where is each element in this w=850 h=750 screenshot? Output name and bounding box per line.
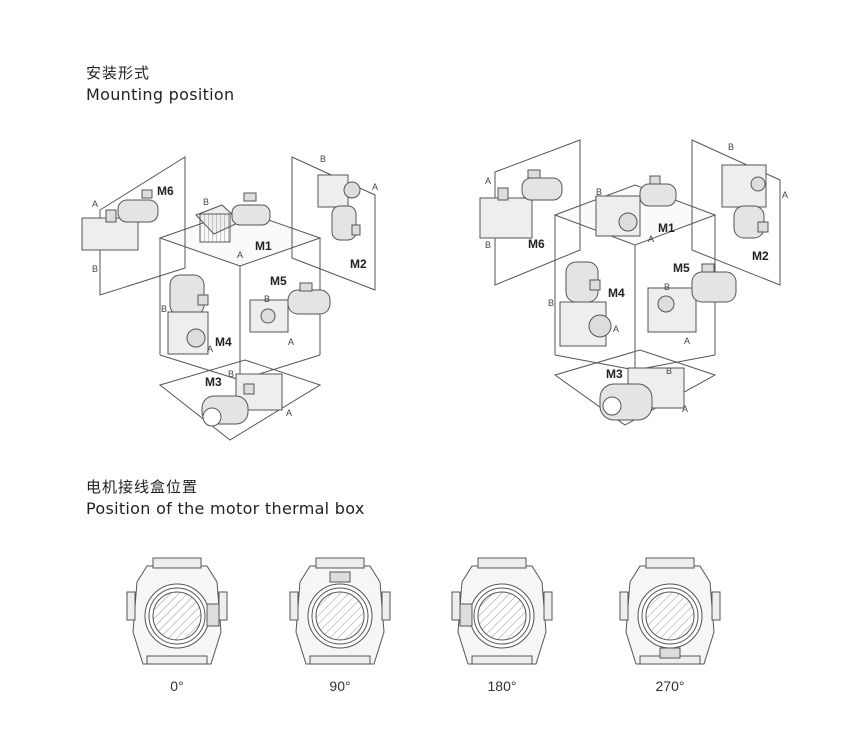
right-flange [543,591,553,621]
terminal-box-icon [459,603,473,627]
thermal-view-1 [289,557,391,665]
thermal-title-en: Position of the motor thermal box [86,499,365,518]
left-label-m2: M2 [350,257,367,271]
left-m4-a: A [207,344,213,354]
angle-label-180: 180° [487,678,517,694]
base-plate [309,655,371,665]
right-m2-b: B [728,142,734,152]
left-flange [619,591,629,621]
top-lug [152,557,202,569]
left-m6-unit [81,189,159,251]
right-m6-a: A [485,176,491,186]
left-m3-b: B [228,369,234,379]
right-m6-b: B [485,240,491,250]
fan-cover-icon [152,591,202,641]
left-flange [126,591,136,621]
thermal-box-diagrams [126,557,721,665]
terminal-box-icon [659,647,681,659]
right-m2-unit [721,164,769,239]
right-m3-a: A [682,404,688,414]
right-m5-unit [647,263,737,333]
left-m1-unit [195,192,271,243]
left-m1-a: A [237,250,243,260]
right-label-m3: M3 [606,367,623,381]
angle-label-90: 90° [329,678,351,694]
top-lug [315,557,365,569]
angle-label-0: 0° [170,678,184,694]
right-m6-unit [479,169,563,239]
right-m4-a: A [613,324,619,334]
right-label-m1: M1 [658,221,675,235]
left-flange [289,591,299,621]
right-flange [218,591,228,621]
top-lug [477,557,527,569]
right-label-m4: M4 [608,286,625,300]
thermal-title-cn: 电机接线盒位置 [86,478,199,496]
left-m3-unit [201,373,283,427]
right-label-m5: M5 [673,261,690,275]
base-plate [471,655,533,665]
left-m4-b: B [161,304,167,314]
left-label-m1: M1 [255,239,272,253]
right-label-m2: M2 [752,249,769,263]
mounting-title-cn: 安装形式 [86,64,151,82]
right-m1-unit [595,175,677,237]
right-label-m6: M6 [528,237,545,251]
fan-cover-icon [645,591,695,641]
right-flange [711,591,721,621]
left-label-m3: M3 [205,375,222,389]
right-m4-b: B [548,298,554,308]
right-gear-units [479,164,769,421]
right-m1-b: B [596,187,602,197]
left-m5-a: A [288,337,294,347]
left-flange [451,591,461,621]
right-m2-a: A [782,190,788,200]
top-lug [645,557,695,569]
right-flange [381,591,391,621]
left-label-m6: M6 [157,184,174,198]
fan-cover-icon [477,591,527,641]
terminal-box-icon [206,603,220,627]
right-m1-a: A [648,234,654,244]
left-label-m4: M4 [215,335,232,349]
right-m3-b: B [666,366,672,376]
thermal-view-0 [126,557,228,665]
base-plate [146,655,208,665]
left-m5-unit [249,282,331,333]
mounting-title-en: Mounting position [86,85,235,104]
left-m6-b: B [92,264,98,274]
right-m3-unit [599,367,685,421]
angle-label-270: 270° [655,678,685,694]
terminal-box-icon [329,571,351,583]
right-m4-unit [559,261,612,347]
left-m2-a: A [372,182,378,192]
left-m2-b: B [320,154,326,164]
left-m1-b: B [203,197,209,207]
left-label-m5: M5 [270,274,287,288]
left-m3-a: A [286,408,292,418]
left-m5-b: B [264,294,270,304]
fan-cover-icon [315,591,365,641]
thermal-view-2 [451,557,553,665]
right-m5-a: A [684,336,690,346]
thermal-view-3 [619,557,721,665]
left-gear-units [81,174,361,427]
left-m6-a: A [92,199,98,209]
right-m5-b: B [664,282,670,292]
left-m2-unit [317,174,361,241]
left-m4-unit [167,274,209,355]
